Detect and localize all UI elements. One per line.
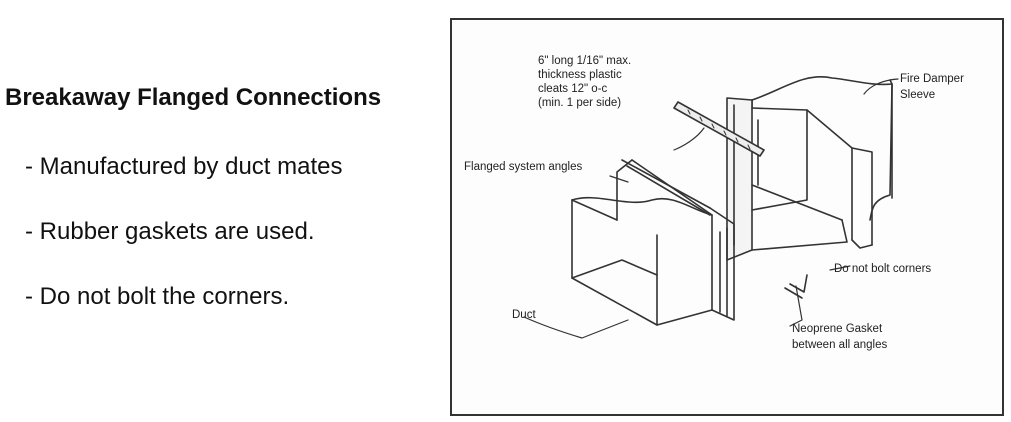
plastic-cleat-shape xyxy=(673,101,765,157)
bullet-rubber-gaskets: - Rubber gaskets are used. xyxy=(25,218,315,245)
diagram-drawing: 6" long 1/16" max. thickness plastic cle… xyxy=(464,55,964,351)
cleat-label-line1: 6" long 1/16" max. xyxy=(538,55,631,67)
gasket-label-line2: between all angles xyxy=(792,339,888,351)
corners-label: Do not bolt corners xyxy=(834,263,931,275)
bullet-manufactured: - Manufactured by duct mates xyxy=(25,153,343,180)
duct-shape xyxy=(571,159,735,326)
damper-label-line1: Fire Damper xyxy=(900,73,964,85)
angles-label: Flanged system angles xyxy=(464,161,583,173)
bullet-do-not-bolt: - Do not bolt the corners. xyxy=(25,283,290,310)
flanged-connection-diagram: 6" long 1/16" max. thickness plastic cle… xyxy=(450,18,1004,416)
damper-label-line2: Sleeve xyxy=(900,89,935,101)
cleat-label-line4: (min. 1 per side) xyxy=(538,97,621,109)
cleat-label-line3: cleats 12" o-c xyxy=(538,83,608,95)
fire-damper-sleeve-shape xyxy=(726,76,893,261)
cleat-label-line2: thickness plastic xyxy=(538,69,622,81)
gasket-label-line1: Neoprene Gasket xyxy=(792,323,883,335)
duct-label: Duct xyxy=(512,309,536,321)
neoprene-gasket-shape xyxy=(784,274,808,299)
slide-title: Breakaway Flanged Connections xyxy=(5,84,382,111)
